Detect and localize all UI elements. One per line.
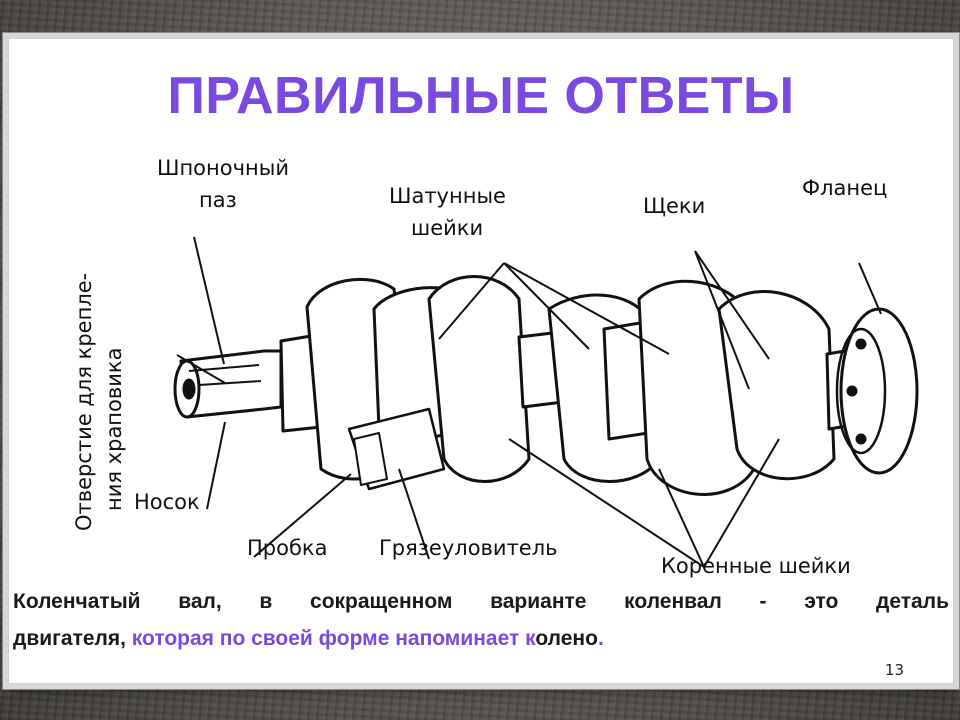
leader-cheeks [694, 250, 770, 390]
page-number: 13 [884, 661, 904, 679]
label-plug: Пробка [247, 536, 327, 560]
label-flange: Фланец [802, 176, 887, 200]
slide-panel: ПРАВИЛЬНЫЕ ОТВЕТЫ [8, 38, 954, 684]
label-ratchet-hole-1: Отверстие для крепле- [72, 273, 96, 531]
crankshaft-drawing: Шпоночный паз Шатунные шейки Щеки Фланец… [72, 156, 919, 578]
leader-keyway [193, 236, 225, 365]
label-crankpins-1: Шатунные [389, 184, 506, 208]
leader-main-journals [508, 438, 780, 568]
label-crankpins-2: шейки [411, 216, 483, 240]
caption-period: . [597, 627, 604, 650]
label-main-journals: Коренные шейки [661, 554, 851, 578]
caption-line-2: двигателя, которая по своей форме напоми… [13, 620, 949, 657]
caption: Коленчатый вал, в сокращенном варианте к… [13, 583, 949, 657]
cheek-5 [717, 290, 836, 481]
caption-line-1: Коленчатый вал, в сокращенном варианте к… [13, 590, 949, 613]
label-keyway-2: паз [199, 188, 237, 212]
ratchet-hole [182, 378, 196, 400]
leader-ratchet [176, 354, 226, 384]
label-nose: Носок [134, 490, 200, 514]
leader-crankpins [438, 262, 670, 355]
label-dirt-trap: Грязеуловитель [379, 536, 558, 560]
leader-plug [253, 473, 352, 558]
leader-flange [858, 262, 882, 315]
label-ratchet-hole-2: ния храповика [102, 348, 126, 511]
label-keyway-1: Шпоночный [157, 156, 289, 180]
plug [353, 432, 388, 486]
label-cheeks: Щеки [643, 194, 705, 218]
crankshaft-diagram: Шпоночный паз Шатунные шейки Щеки Фланец… [49, 139, 929, 579]
cheek-2 [427, 275, 531, 483]
caption-word-end: олено [535, 627, 598, 650]
leader-dirt-trap [398, 468, 430, 560]
slide-title: ПРАВИЛЬНЫЕ ОТВЕТЫ [167, 67, 795, 125]
caption-highlight: которая по своей форме напоминает к [125, 627, 536, 650]
leader-nose [206, 421, 226, 510]
caption-term: двигателя, [13, 627, 126, 650]
